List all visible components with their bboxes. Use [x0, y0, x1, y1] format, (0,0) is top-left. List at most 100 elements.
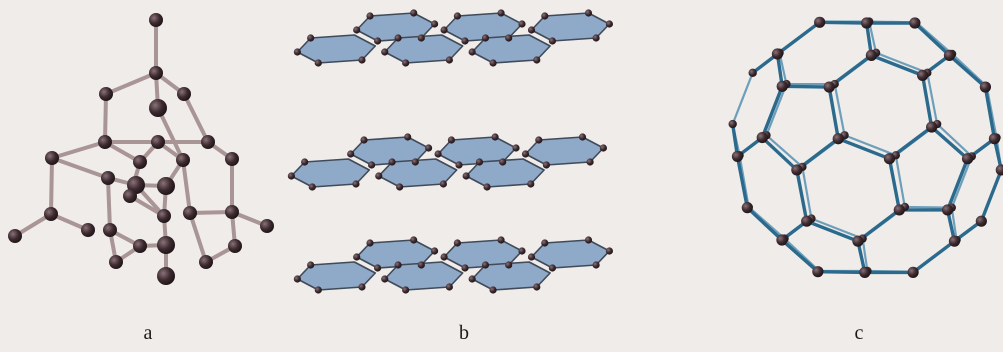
atom	[8, 229, 22, 243]
atom	[533, 283, 540, 290]
atom	[926, 121, 937, 132]
atom	[492, 133, 499, 140]
atom	[418, 261, 425, 268]
atom	[498, 236, 505, 243]
atom	[307, 261, 314, 268]
atom	[541, 12, 548, 19]
atom	[109, 255, 123, 269]
atom	[353, 253, 360, 260]
atom	[99, 87, 113, 101]
atom	[535, 136, 542, 143]
atom	[358, 56, 365, 63]
atom	[309, 183, 316, 190]
atom	[528, 26, 535, 33]
atom	[949, 236, 960, 247]
atom	[482, 34, 489, 41]
atom	[454, 12, 461, 19]
atom	[44, 207, 58, 221]
bond	[737, 156, 747, 207]
bond	[766, 135, 802, 167]
bond	[183, 160, 190, 213]
atom	[307, 34, 314, 41]
atom	[157, 267, 175, 285]
bond	[985, 87, 994, 139]
bond	[762, 86, 782, 137]
atom	[600, 144, 607, 151]
atom	[103, 223, 117, 237]
atom	[446, 56, 453, 63]
atom	[814, 17, 825, 28]
atom	[381, 48, 388, 55]
atom	[151, 135, 165, 149]
bond	[915, 23, 950, 55]
atom	[368, 161, 375, 168]
atom	[549, 264, 556, 271]
atom	[498, 9, 505, 16]
bond	[948, 159, 968, 210]
atom	[742, 202, 753, 213]
atom	[522, 150, 529, 157]
atom	[585, 9, 592, 16]
atom	[157, 236, 175, 254]
atom	[177, 87, 191, 101]
bond	[937, 124, 972, 156]
atom	[201, 135, 215, 149]
atom	[225, 205, 239, 219]
bond	[932, 127, 968, 159]
bond	[949, 55, 985, 87]
bond	[820, 22, 867, 23]
atom	[381, 275, 388, 282]
bond	[807, 221, 858, 241]
bond	[777, 22, 819, 54]
atom	[183, 206, 197, 220]
atom	[410, 236, 417, 243]
bond	[811, 219, 862, 239]
atom	[431, 247, 438, 254]
bond	[871, 55, 922, 75]
atom	[757, 132, 768, 143]
graphite-sheet	[288, 133, 607, 190]
atom	[489, 59, 496, 66]
atom	[315, 59, 322, 66]
atom	[996, 164, 1003, 175]
panel-label-c: c	[839, 322, 879, 345]
atom	[463, 172, 470, 179]
panel-label-b: b	[444, 322, 484, 345]
atom	[418, 34, 425, 41]
atom	[917, 70, 928, 81]
atom	[157, 209, 171, 223]
atom	[353, 26, 360, 33]
bond	[190, 213, 206, 262]
atom	[123, 189, 137, 203]
bond	[762, 138, 797, 170]
atom	[157, 177, 175, 195]
atom	[149, 13, 163, 27]
atom	[133, 155, 147, 169]
atom	[441, 26, 448, 33]
atom	[549, 37, 556, 44]
atom	[962, 153, 973, 164]
atom	[852, 236, 863, 247]
atom	[866, 50, 877, 61]
atom	[482, 261, 489, 268]
atom	[228, 239, 242, 253]
atom	[374, 264, 381, 271]
atom	[347, 150, 354, 157]
graphite-sheet	[294, 236, 613, 293]
atom	[410, 9, 417, 16]
atom	[461, 37, 468, 44]
atom	[777, 81, 788, 92]
atom	[593, 34, 600, 41]
bond	[913, 241, 954, 272]
atom	[404, 133, 411, 140]
atom	[728, 120, 736, 128]
atom	[776, 234, 787, 245]
graphite-sheet	[294, 9, 613, 66]
atom	[489, 286, 496, 293]
atom	[435, 150, 442, 157]
atom	[461, 264, 468, 271]
atom	[512, 144, 519, 151]
bond	[184, 94, 208, 142]
atom	[366, 239, 373, 246]
atom	[476, 158, 483, 165]
